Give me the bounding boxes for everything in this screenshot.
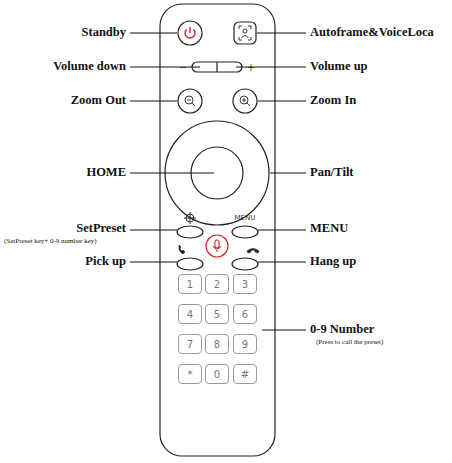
number-key: 9 bbox=[233, 334, 257, 354]
key-digit: 2 bbox=[214, 279, 220, 290]
number-key: 0 bbox=[205, 364, 229, 384]
number-key: * bbox=[178, 364, 202, 384]
menu-button bbox=[232, 226, 258, 238]
callout-label: Standby bbox=[82, 26, 126, 40]
mic-button bbox=[206, 235, 228, 257]
key-digit: 3 bbox=[242, 279, 248, 290]
callout-label: Volume up bbox=[310, 60, 368, 74]
callout-label: 0-9 Number bbox=[310, 323, 374, 337]
callout-label: Autoframe&VoiceLoca bbox=[310, 26, 434, 40]
callout-note: (Press to call the preset) bbox=[316, 339, 383, 347]
callout-label: HOME bbox=[86, 166, 126, 180]
number-key: 3 bbox=[233, 274, 257, 294]
callout-label: Hang up bbox=[310, 255, 356, 269]
number-key: 6 bbox=[233, 304, 257, 324]
button-sign: + bbox=[247, 62, 255, 73]
key-digit: # bbox=[241, 369, 249, 380]
number-key: 4 bbox=[178, 304, 202, 324]
key-digit: 5 bbox=[214, 309, 220, 320]
key-digit: 8 bbox=[214, 339, 220, 350]
callout-label: Volume down bbox=[53, 60, 126, 74]
remote-body bbox=[160, 4, 275, 456]
key-digit: 0 bbox=[214, 369, 220, 380]
number-key: 1 bbox=[178, 274, 202, 294]
callout-label: Pick up bbox=[85, 255, 126, 269]
autoframe-button bbox=[234, 22, 256, 44]
key-digit: 7 bbox=[187, 339, 193, 350]
number-key: 5 bbox=[205, 304, 229, 324]
callout-label: Zoom Out bbox=[71, 94, 126, 108]
preset-icon bbox=[184, 212, 196, 224]
hangup-icon bbox=[247, 249, 259, 254]
key-digit: 9 bbox=[242, 339, 248, 350]
setpreset-button bbox=[177, 226, 203, 238]
number-key: 2 bbox=[205, 274, 229, 294]
hangup-button bbox=[232, 258, 258, 270]
number-key: 8 bbox=[205, 334, 229, 354]
key-digit: 4 bbox=[187, 309, 193, 320]
key-digit: * bbox=[188, 369, 193, 380]
pickup-button bbox=[177, 258, 203, 270]
callout-label: SetPreset bbox=[76, 222, 126, 236]
number-key: # bbox=[233, 364, 257, 384]
autoframe-icon bbox=[239, 26, 251, 40]
callout-label: Pan/Tilt bbox=[310, 166, 354, 180]
button-sign: − bbox=[179, 62, 187, 73]
button-caption: MENU bbox=[235, 215, 256, 223]
number-key: 7 bbox=[178, 334, 202, 354]
zoom-in-button bbox=[233, 89, 257, 113]
key-digit: 1 bbox=[187, 279, 193, 290]
mic-icon bbox=[213, 240, 221, 252]
power-icon bbox=[185, 27, 195, 38]
zoom-out-button bbox=[178, 89, 202, 113]
key-digit: 6 bbox=[242, 309, 248, 320]
callout-label: MENU bbox=[310, 222, 348, 236]
leader-lines bbox=[130, 33, 306, 330]
callout-note: (SetPreset key+ 0-9 number key) bbox=[4, 238, 97, 246]
pickup-icon bbox=[179, 245, 185, 254]
callout-label: Zoom In bbox=[310, 94, 356, 108]
standby-button bbox=[178, 21, 202, 45]
